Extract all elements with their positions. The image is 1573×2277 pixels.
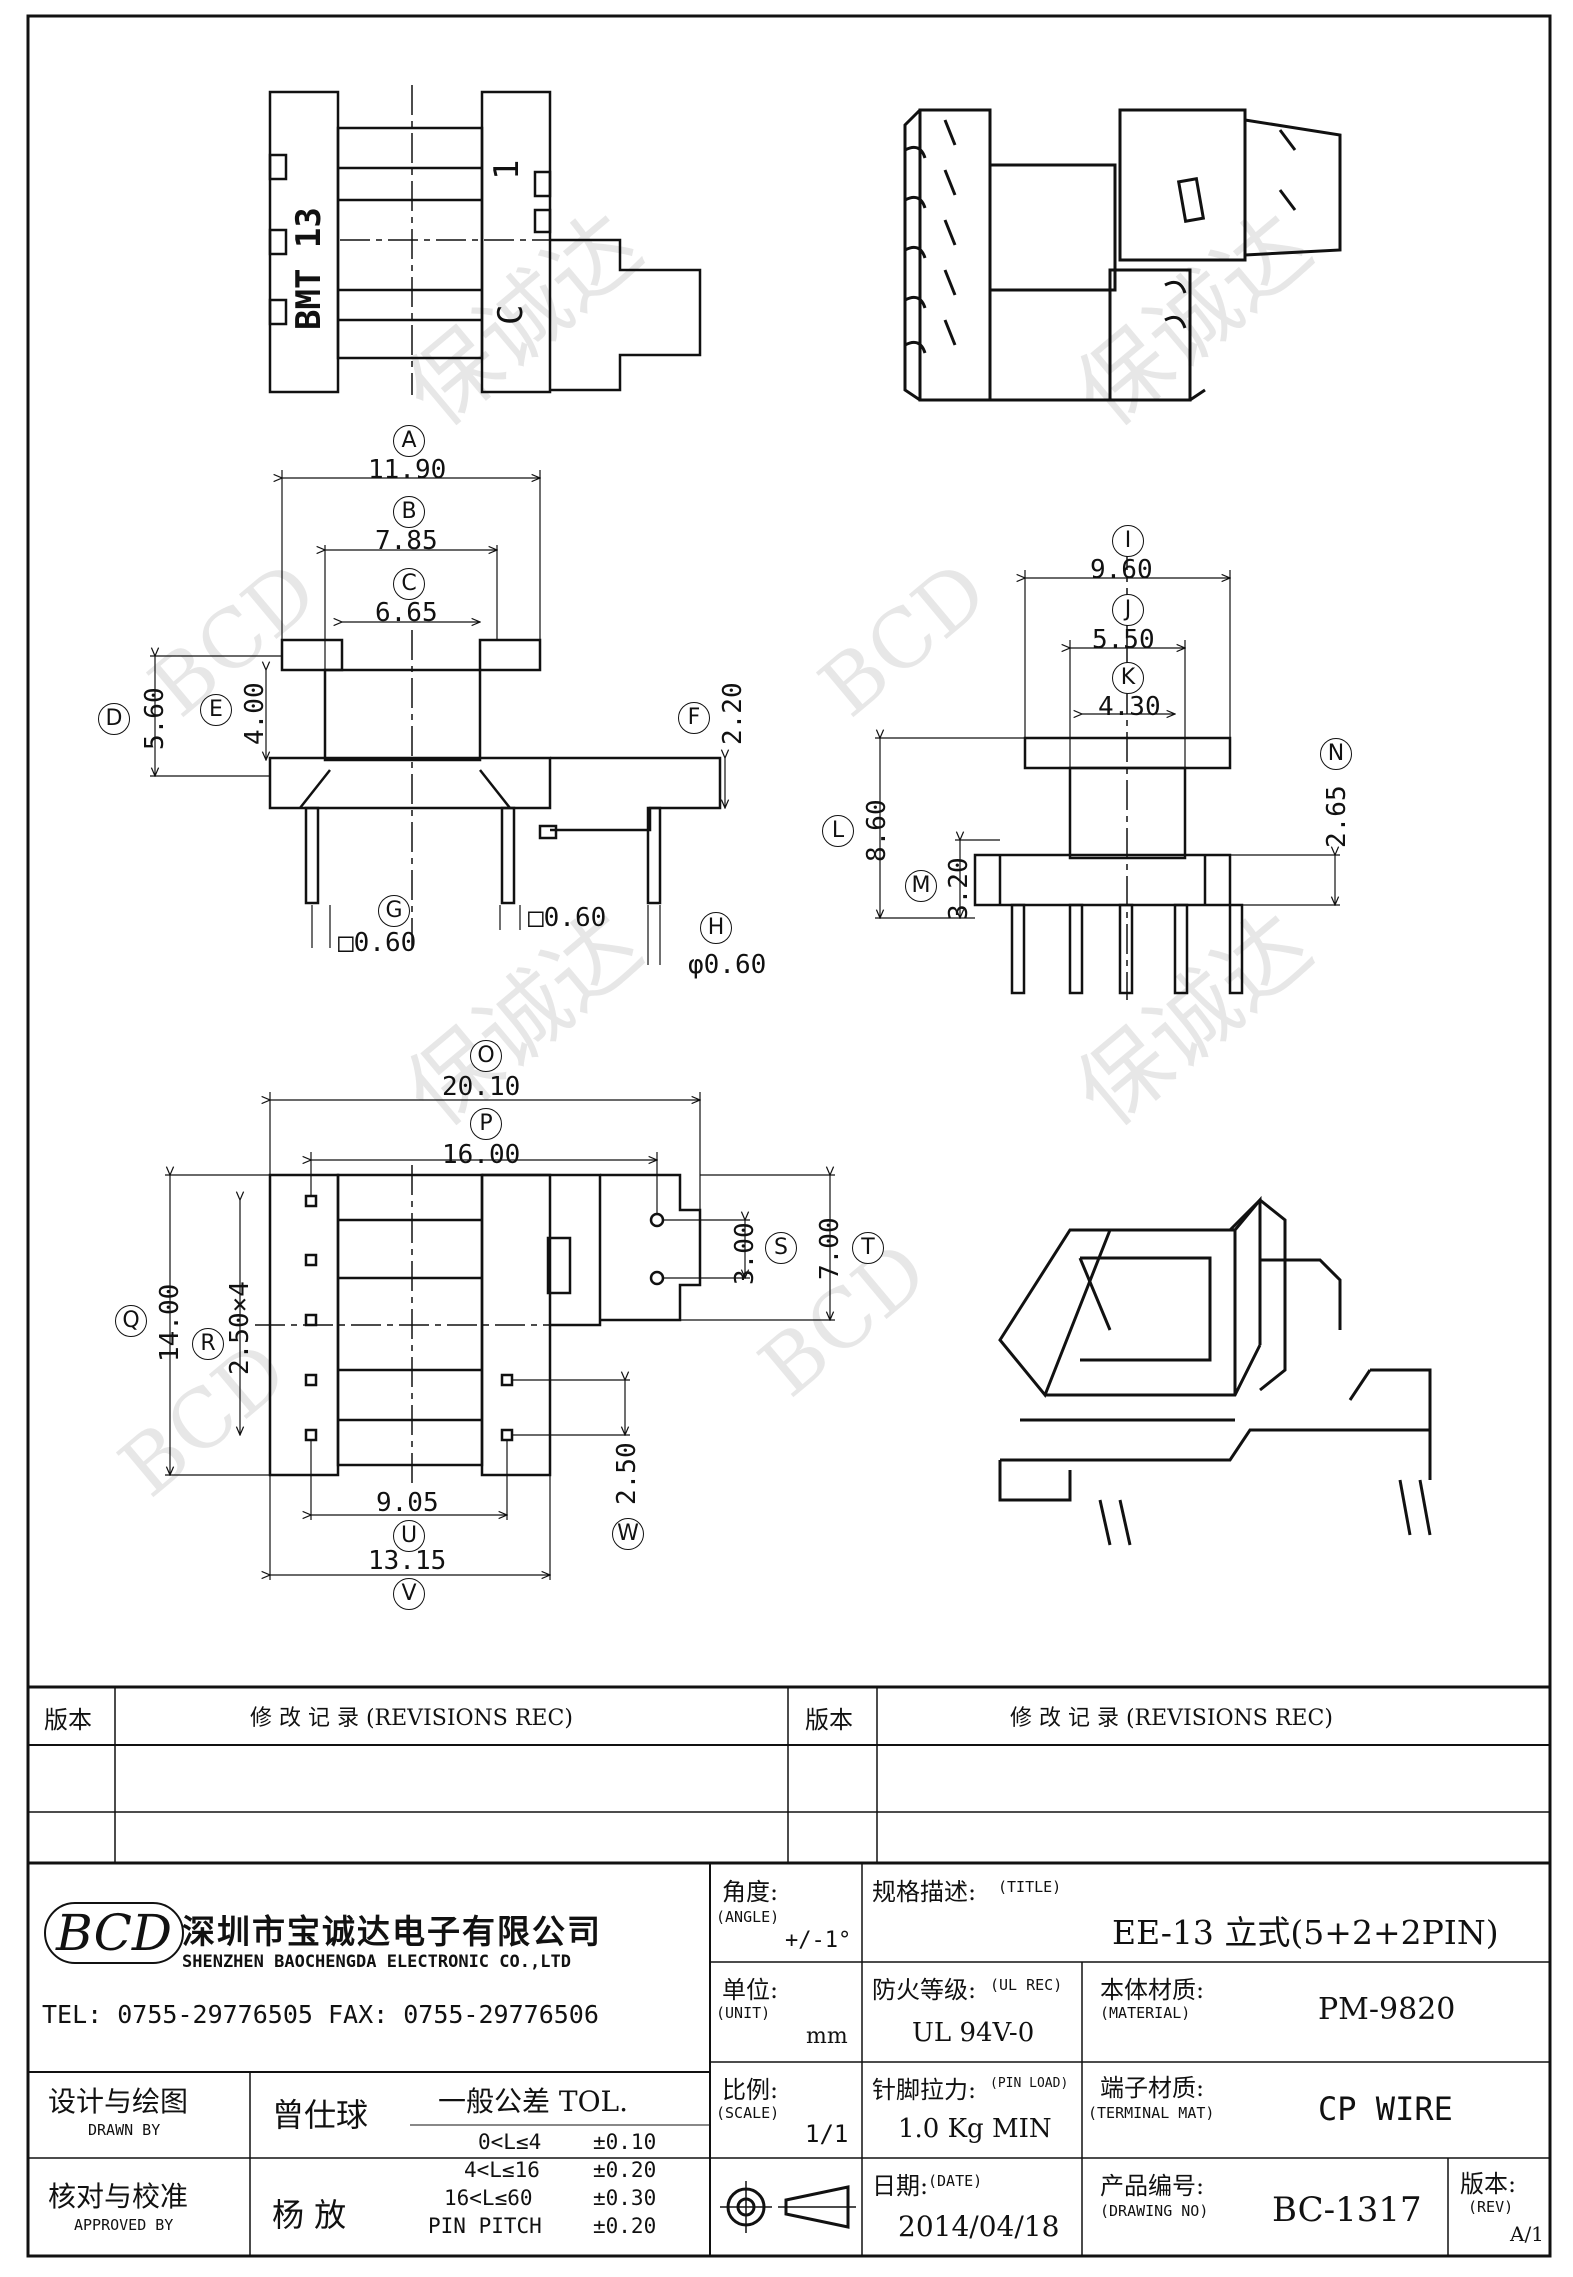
rev-value: A/1 xyxy=(1510,2222,1544,2246)
company-name-en: SHENZHEN BAOCHENGDA ELECTRONIC CO.,LTD xyxy=(182,1952,571,1972)
company-logo: BCD xyxy=(44,1902,185,1964)
drawn-value: 曾仕球 xyxy=(272,2096,369,2134)
tolerance-row-1-range: 0<L≤4 xyxy=(478,2130,542,2154)
angle-en: (ANGLE) xyxy=(716,1908,780,1926)
top-view-marking-right-top: 1 xyxy=(487,160,527,180)
date-en: (DATE) xyxy=(928,2172,983,2190)
revisions-rec-label-right: 修 改 记 录 (REVISIONS REC) xyxy=(1010,1706,1333,1731)
tolerance-label: 一般公差 TOL. xyxy=(438,2085,629,2118)
company-contact: TEL: 0755-29776505 FAX: 0755-29776506 xyxy=(42,2000,599,2029)
tolerance-row-3-range: 16<L≤60 xyxy=(444,2186,533,2210)
tolerance-row-4-value: ±0.20 xyxy=(593,2214,657,2238)
front-view-dimension-lines xyxy=(150,470,725,965)
company-name-cn: 深圳市宝诚达电子有限公司 xyxy=(182,1912,602,1951)
revisions-ver-label-left: 版本 xyxy=(44,1706,92,1734)
rev-en: (REV) xyxy=(1468,2198,1514,2216)
tolerance-row-1-value: ±0.10 xyxy=(593,2130,657,2154)
side-view-dimension-lines xyxy=(875,570,1340,918)
revisions-ver-label-right: 版本 xyxy=(805,1706,853,1734)
scale-value: 1/1 xyxy=(805,2120,849,2148)
title-en: (TITLE) xyxy=(998,1878,1062,1896)
revisions-rec-label-left: 修 改 记 录 (REVISIONS REC) xyxy=(250,1706,573,1731)
drawn-en: DRAWN BY xyxy=(88,2121,161,2139)
unit-en: (UNIT) xyxy=(716,2004,771,2022)
tolerance-row-4-range: PIN PITCH xyxy=(428,2214,542,2238)
scale-en: (SCALE) xyxy=(716,2104,780,2122)
top-view-marking-right-bottom: C xyxy=(491,305,531,325)
drawing-no-value: BC-1317 xyxy=(1272,2190,1422,2230)
front-view xyxy=(268,630,722,950)
bottom-view-dimension-lines xyxy=(165,1092,835,1580)
pin-load-value: 1.0 Kg MIN xyxy=(898,2114,1052,2144)
ul-value: UL 94V-0 xyxy=(912,2018,1035,2048)
projection-symbol xyxy=(720,2181,856,2233)
terminal-en: (TERMINAL MAT) xyxy=(1088,2104,1215,2122)
unit-label: 单位: xyxy=(722,1976,779,2004)
title-value: EE-13 立式(5+2+2PIN) xyxy=(1112,1913,1499,1952)
rev-label: 版本: xyxy=(1460,2170,1517,2198)
isometric-view-top xyxy=(903,108,1342,402)
drawing-no-en: (DRAWING NO) xyxy=(1100,2202,1209,2220)
drawing-no-label: 产品编号: xyxy=(1100,2172,1205,2200)
pin-load-en: (PIN LOAD) xyxy=(990,2076,1069,2091)
top-view xyxy=(268,85,702,395)
tolerance-row-2-value: ±0.20 xyxy=(593,2158,657,2182)
scale-label: 比例: xyxy=(722,2076,779,2104)
material-value: PM-9820 xyxy=(1318,1992,1456,2027)
pin-load-label: 针脚拉力: xyxy=(872,2076,977,2104)
material-label: 本体材质: xyxy=(1100,1976,1205,2004)
sheet-border xyxy=(26,14,1552,2258)
date-value: 2014/04/18 xyxy=(898,2210,1060,2243)
tolerance-row-2-range: 4<L≤16 xyxy=(464,2158,540,2182)
title-label: 规格描述: xyxy=(872,1878,977,1906)
material-en: (MATERIAL) xyxy=(1100,2004,1191,2022)
approved-en: APPROVED BY xyxy=(74,2216,174,2234)
unit-value: mm xyxy=(806,2024,848,2049)
drawn-label: 设计与绘图 xyxy=(48,2085,189,2118)
terminal-value: CP WIRE xyxy=(1318,2090,1453,2128)
tolerance-row-3-value: ±0.30 xyxy=(593,2186,657,2210)
approved-label: 核对与校准 xyxy=(48,2180,189,2213)
ul-label: 防火等级: xyxy=(872,1976,977,2004)
terminal-label: 端子材质: xyxy=(1100,2074,1205,2102)
isometric-view-bottom xyxy=(998,1195,1432,1546)
title-block-grid xyxy=(28,1685,1550,2256)
approved-value: 杨 放 xyxy=(272,2196,347,2234)
date-label: 日期: xyxy=(872,2172,929,2200)
ul-en: (UL REC) xyxy=(990,1976,1063,1994)
angle-value: +/-1° xyxy=(785,1928,852,1953)
top-view-marking-left: BMT 13 xyxy=(289,207,329,330)
angle-label: 角度: xyxy=(722,1878,779,1906)
